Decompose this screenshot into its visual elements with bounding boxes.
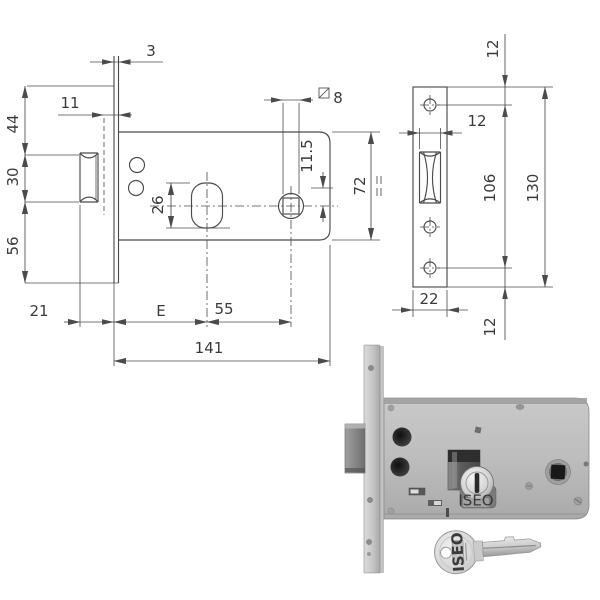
roller-cutout-front — [418, 151, 442, 204]
case-hole-1 — [128, 156, 146, 174]
faceplate-side — [25, 56, 120, 284]
spindle-square-hole — [550, 464, 566, 480]
photo-lock-case — [383, 397, 590, 520]
photo-roller-bolt — [344, 423, 366, 474]
cylinder-brand-stamp: ISEO — [458, 492, 493, 510]
case-round-hole — [392, 427, 412, 447]
key-brand-stamp: ISEO — [448, 532, 468, 572]
dim-label: 12 — [481, 317, 499, 336]
plate-screw-hole — [368, 365, 374, 371]
dim-label: 11 — [60, 94, 79, 112]
dim-label: 72 — [351, 176, 369, 195]
faceplate-front — [412, 86, 448, 288]
plate-screw-hole — [366, 539, 372, 545]
symmetry-marks — [376, 176, 382, 196]
dim-roller-offset: 11 — [58, 94, 132, 118]
side-view-drawing: 3 11 44 30 56 26 — [4, 42, 382, 366]
dim-label: 141 — [195, 339, 224, 357]
dim-label: 106 — [481, 174, 499, 203]
key-stamp-box — [451, 540, 465, 565]
keyhole — [474, 473, 480, 493]
rivet — [387, 507, 395, 515]
key-collar — [473, 540, 484, 562]
screw-hole-bottom — [420, 258, 440, 278]
product-photo: ISEO ISEO — [344, 344, 590, 575]
dim-plate-width: 22 — [392, 290, 468, 317]
slot-insert — [410, 489, 419, 494]
dim-label: 3 — [146, 42, 156, 60]
dim-label: 44 — [4, 114, 22, 133]
dim-bottom-chain: 21 E 55 141 — [29, 205, 331, 366]
dim-label: 55 — [214, 300, 233, 318]
plate-screw-hole — [367, 552, 371, 556]
stamp-mark — [515, 404, 525, 410]
rivet — [387, 404, 395, 412]
photo-faceplate — [363, 344, 384, 574]
photo-key: ISEO — [434, 530, 542, 575]
case-tick — [446, 508, 449, 517]
screw-hole-top — [420, 95, 440, 115]
photo-square-follower — [545, 459, 571, 485]
dim-label: 56 — [4, 236, 22, 255]
dim-label: 8 — [333, 89, 343, 107]
dim-plate-length: 130 — [524, 86, 549, 288]
key-blade-groove — [482, 544, 536, 549]
dim-label: 22 — [419, 290, 438, 308]
small-hole — [583, 461, 589, 467]
dim-cylinder-height: 26 — [149, 182, 230, 229]
dim-left-stack: 44 30 56 — [4, 85, 79, 284]
key-stamp-microtext — [465, 542, 468, 561]
dim-cutout-width: 12 — [399, 112, 487, 149]
dim-label: E — [156, 302, 165, 320]
dim-follower-square: 8 — [264, 87, 343, 194]
dim-label: 12 — [484, 39, 502, 58]
front-view-drawing: 12 12 106 12 130 — [392, 34, 553, 340]
plate-screw-hole — [367, 497, 373, 503]
square-symbol — [318, 87, 330, 99]
dim-hole-chain: 12 106 12 — [437, 34, 553, 340]
slot-insert — [434, 501, 441, 505]
dim-case-height: 72 — [332, 131, 382, 241]
key-ring-hole — [440, 546, 452, 559]
dim-plate-thickness: 3 — [90, 42, 163, 65]
dim-axis-offset: 11.5 — [298, 139, 333, 222]
case-hole-2 — [127, 179, 145, 197]
dim-label: 30 — [4, 167, 22, 186]
case-round-hole — [390, 457, 410, 477]
dim-label: 12 — [467, 112, 486, 130]
dim-label: 26 — [149, 195, 167, 214]
stamp-mark — [474, 426, 482, 434]
dim-label: 21 — [29, 302, 48, 320]
dim-label: 11.5 — [298, 139, 316, 172]
centerlines — [150, 172, 338, 327]
dim-label: 130 — [524, 174, 542, 203]
roller-bolt-side — [79, 118, 105, 215]
photo-cylinder: ISEO — [447, 449, 497, 510]
screw-hole-middle — [420, 217, 440, 237]
